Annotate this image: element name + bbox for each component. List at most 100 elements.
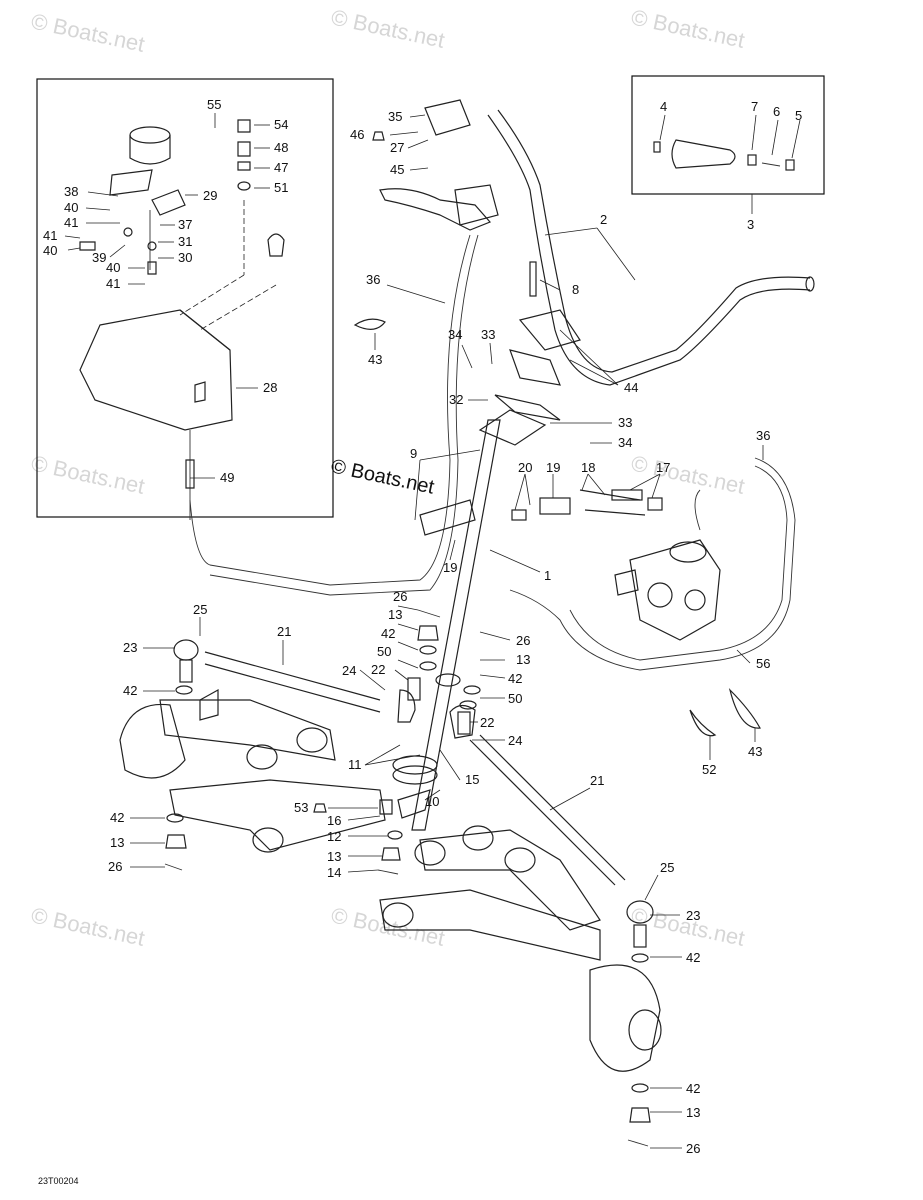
callout-36: 36 [756,428,770,443]
left-suspension [119,688,386,853]
callout-19: 19 [443,560,457,575]
callout-51: 51 [274,180,288,195]
callout-56: 56 [756,656,770,671]
hardware-stack-right [627,924,651,1147]
callout-12: 12 [327,829,341,844]
watermarks: © Boats.net © Boats.net © Boats.net © Bo… [29,4,747,950]
grip-inset-box [631,75,825,195]
tie-rods [173,639,654,924]
steering-column [392,394,561,831]
callout-40: 40 [64,200,78,215]
speedometer-inset-box [36,78,334,518]
callout-13: 13 [327,849,341,864]
watermark-text: © Boats.net [329,902,447,950]
callout-13: 13 [110,835,124,850]
callout-24: 24 [508,733,522,748]
callout-17: 17 [656,460,670,475]
watermark-text: © Boats.net [29,8,147,56]
callout-54: 54 [274,117,288,132]
callout-9: 9 [410,446,417,461]
carburetor [614,539,721,641]
callout-16: 16 [327,813,341,828]
callout-39: 39 [92,250,106,265]
callout-26: 26 [393,589,407,604]
callout-14: 14 [327,865,341,880]
watermark-text: © Boats.net [29,902,147,950]
callout-34: 34 [618,435,632,450]
diagram-code: 23T00204 [38,1176,79,1186]
center-watermark: © Boats.net [329,455,437,498]
callout-18: 18 [581,460,595,475]
callout-42: 42 [686,1081,700,1096]
callout-41: 41 [64,215,78,230]
callout-42: 42 [686,950,700,965]
callout-24: 24 [342,663,356,678]
callout-26: 26 [686,1141,700,1156]
callout-33: 33 [618,415,632,430]
carburetor-cable [694,489,701,531]
callout-41: 41 [106,276,120,291]
callout-5: 5 [795,108,802,123]
steering-bushings [511,489,663,521]
callout-43: 43 [748,744,762,759]
callout-48: 48 [274,140,288,155]
callout-55: 55 [207,97,221,112]
callout-37: 37 [178,217,192,232]
callout-22: 22 [371,662,385,677]
callout-45: 45 [390,162,404,177]
callout-46: 46 [350,127,364,142]
callout-13: 13 [686,1105,700,1120]
callout-27: 27 [390,140,404,155]
callout-1: 1 [544,568,551,583]
callout-50: 50 [508,691,522,706]
cable-clamps [353,318,761,737]
callout-35: 35 [388,109,402,124]
callout-25: 25 [193,602,207,617]
callout-52: 52 [702,762,716,777]
callout-43: 43 [368,352,382,367]
right-suspension [379,825,662,1072]
throttle-cable [189,234,471,586]
callout-44: 44 [624,380,638,395]
callout-15: 15 [465,772,479,787]
handlebar [379,99,815,386]
callout-41: 41 [43,228,57,243]
callout-28: 28 [263,380,277,395]
callout-20: 20 [518,460,532,475]
callout-26: 26 [108,859,122,874]
callout-26: 26 [516,633,530,648]
carburetor-cable [509,457,796,671]
callout-23: 23 [686,908,700,923]
callout-40: 40 [43,243,57,258]
speedometer-assembly [79,119,285,520]
callout-6: 6 [773,104,780,119]
callout-47: 47 [274,160,288,175]
callout-33: 33 [481,327,495,342]
callout-42: 42 [508,671,522,686]
callout-49: 49 [220,470,234,485]
callout-42: 42 [381,626,395,641]
column-hardware [313,131,481,875]
callout-11: 11 [348,757,362,772]
callout-40: 40 [106,260,120,275]
callout-2: 2 [600,212,607,227]
hardware-stack-left [164,659,193,871]
watermark-text: © Boats.net [629,450,747,498]
watermark-text: © Boats.net [629,4,747,52]
throttle-cable [209,234,479,596]
callout-25: 25 [660,860,674,875]
callout-21: 21 [590,773,604,788]
callout-21: 21 [277,624,291,639]
callout-19: 19 [546,460,560,475]
callout-30: 30 [178,250,192,265]
callout-34: 34 [448,327,462,342]
watermark-text: © Boats.net [329,4,447,52]
callout-50: 50 [377,644,391,659]
callout-13: 13 [388,607,402,622]
callout-42: 42 [123,683,137,698]
watermark-text: © Boats.net [29,450,147,498]
callout-10: 10 [425,794,439,809]
callout-22: 22 [480,715,494,730]
